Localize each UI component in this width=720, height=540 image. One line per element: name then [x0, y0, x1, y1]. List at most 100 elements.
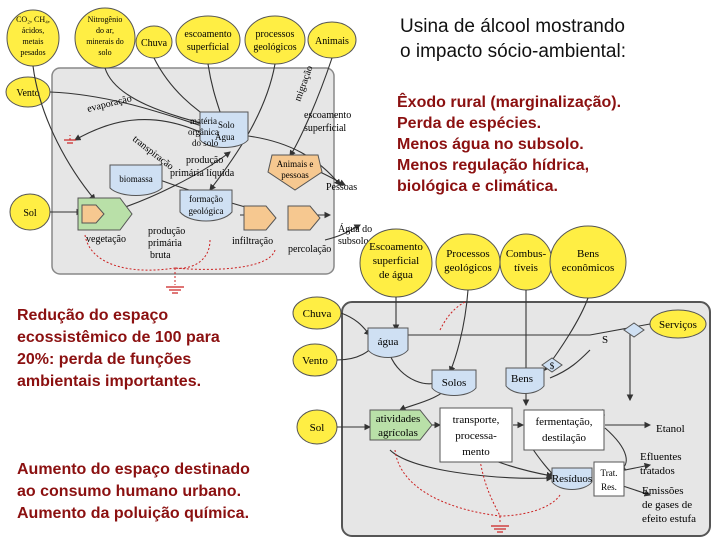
ecosystem-reduction-text: Redução do espaço ecossistêmico de 100 p… [17, 305, 220, 393]
agricultural-activities: atividades agrícolas [369, 409, 433, 441]
net-production-label: produção [186, 155, 223, 166]
source-runoff: Escoamento superficial de água [359, 228, 433, 298]
effluents-output: tratados [640, 465, 675, 477]
svg-text:pessoas: pessoas [281, 170, 309, 180]
heat-sink-lines [69, 135, 276, 285]
source-sun: Sol [296, 409, 338, 445]
svg-text:Serviços: Serviços [659, 319, 697, 331]
emissions-output: de gases de [642, 499, 692, 511]
source-geological: Processos geológicos [435, 233, 501, 291]
source-surface-runoff: escoamento superficial [175, 15, 241, 65]
services-source: Serviços [649, 309, 707, 339]
svg-text:destilação: destilação [542, 432, 586, 444]
heat-sink-lines [394, 301, 561, 524]
geological-formation: formação geológica [179, 189, 233, 222]
percolation-interaction: percolação [287, 205, 331, 255]
svg-text:Solo: Solo [218, 120, 235, 130]
residues-tank: Resíduos [551, 467, 593, 490]
svg-text:Chuva: Chuva [303, 308, 332, 320]
alcohol-plant-diagram: Escoamento superficial de água Processos… [292, 225, 711, 537]
infiltration-interaction: infiltração [232, 205, 277, 247]
text-line: Aumento da poluição química. [17, 505, 250, 522]
source-geological: processos geológicos [244, 15, 306, 65]
svg-text:biomassa: biomassa [119, 174, 153, 184]
page-title: Usina de álcool mostrando o impacto sóci… [400, 14, 700, 64]
groundwater-label: Água do [338, 223, 372, 235]
svg-text:minerais do: minerais do [86, 37, 124, 46]
transport-processing: transporte, processa- mento [439, 407, 513, 463]
svg-text:Bens: Bens [577, 248, 599, 260]
svg-text:$: $ [550, 361, 555, 371]
runoff-out-label: superficial [304, 123, 346, 134]
svg-text:do solo: do solo [192, 138, 219, 148]
svg-text:ácidos,: ácidos, [22, 26, 44, 35]
source-emissions: CO₂, CH₄, ácidos, metais pesados [6, 9, 60, 67]
svg-text:tíveis: tíveis [514, 262, 538, 274]
source-wind: Vento [5, 76, 51, 108]
svg-text:Trat.: Trat. [601, 468, 618, 478]
svg-text:Sol: Sol [23, 208, 37, 219]
source-rain: Chuva [135, 25, 173, 59]
animals-people: Animais e pessoas [267, 154, 323, 191]
source-rain: Chuva [292, 296, 342, 330]
svg-text:processa-: processa- [455, 430, 497, 442]
text-line: Redução do espaço [17, 307, 169, 324]
svg-text:Nitrogênio: Nitrogênio [88, 15, 123, 24]
svg-text:do ar,: do ar, [96, 26, 114, 35]
svg-text:percolação: percolação [288, 244, 331, 255]
svg-text:processos: processos [256, 29, 295, 40]
runoff-out-label: escoamento [304, 110, 351, 121]
money-diamond [623, 322, 645, 338]
svg-text:água: água [378, 336, 399, 348]
svg-text:agrícolas: agrícolas [378, 427, 418, 439]
svg-text:formação: formação [189, 194, 223, 204]
residue-treatment: Trat. Res. [593, 461, 625, 497]
people-label: Pessoas [326, 182, 357, 193]
source-sun: Sol [9, 193, 51, 231]
impact-line: Êxodo rural (marginalização). [397, 94, 622, 111]
svg-text:econômicos: econômicos [562, 262, 615, 274]
text-line: ambientais importantes. [17, 373, 202, 390]
net-production-label: primária líquida [170, 168, 235, 179]
effluents-output: Efluentes [640, 451, 682, 463]
svg-text:fermentação,: fermentação, [535, 416, 592, 428]
svg-text:Resíduos: Resíduos [552, 473, 592, 485]
biomass-tank: biomassa [109, 164, 163, 196]
text-line: 20%: perda de funções [17, 349, 220, 371]
source-fuels: Combus- tíveis [499, 233, 553, 291]
svg-text:Vento: Vento [16, 88, 39, 99]
svg-text:geológicos: geológicos [253, 42, 296, 53]
svg-text:Vento: Vento [302, 355, 328, 367]
gross-production-label: primária [148, 238, 182, 249]
svg-text:de água: de água [379, 269, 413, 281]
svg-text:Animais e: Animais e [277, 159, 314, 169]
svg-text:Solos: Solos [442, 377, 466, 389]
svg-text:matéria: matéria [190, 116, 217, 126]
svg-text:infiltração: infiltração [232, 236, 273, 247]
urban-consumption-text: Aumento do espaço destinado ao consumo h… [17, 459, 250, 525]
money-diamond: $ [541, 357, 563, 373]
svg-text:CO₂, CH₄,: CO₂, CH₄, [16, 15, 50, 24]
svg-text:solo: solo [98, 48, 111, 57]
emissions-output: Emissões [642, 485, 684, 497]
impact-line: biológica e climática. [397, 178, 558, 195]
svg-text:orgânica: orgânica [188, 127, 219, 137]
gross-production-label: produção [148, 226, 185, 237]
svg-text:Água: Água [215, 132, 235, 142]
ecosystem-diagram: CO₂, CH₄, ácidos, metais pesados Nitrogê… [5, 7, 372, 294]
source-animals: Animais [307, 21, 357, 59]
impacts-list: Êxodo rural (marginalização). Perda de e… [397, 92, 621, 197]
svg-text:mento: mento [462, 446, 490, 458]
vegetation-producer: vegetação [77, 197, 133, 245]
impact-line: Menos água no subsolo. [397, 136, 584, 153]
soil-organic-matter: matéria orgânica do solo Solo Água [188, 111, 249, 148]
svg-text:Combus-: Combus- [506, 248, 547, 260]
svg-text:Escoamento: Escoamento [369, 241, 423, 253]
text-line: ao consumo humano urbano. [17, 483, 242, 500]
svg-text:escoamento: escoamento [184, 29, 231, 40]
svg-text:geológica: geológica [189, 206, 224, 216]
emissions-output: efeito estufa [642, 513, 696, 525]
goods-tank: Bens [505, 367, 545, 394]
svg-text:vegetação: vegetação [86, 234, 126, 245]
svg-text:transporte,: transporte, [453, 414, 500, 426]
